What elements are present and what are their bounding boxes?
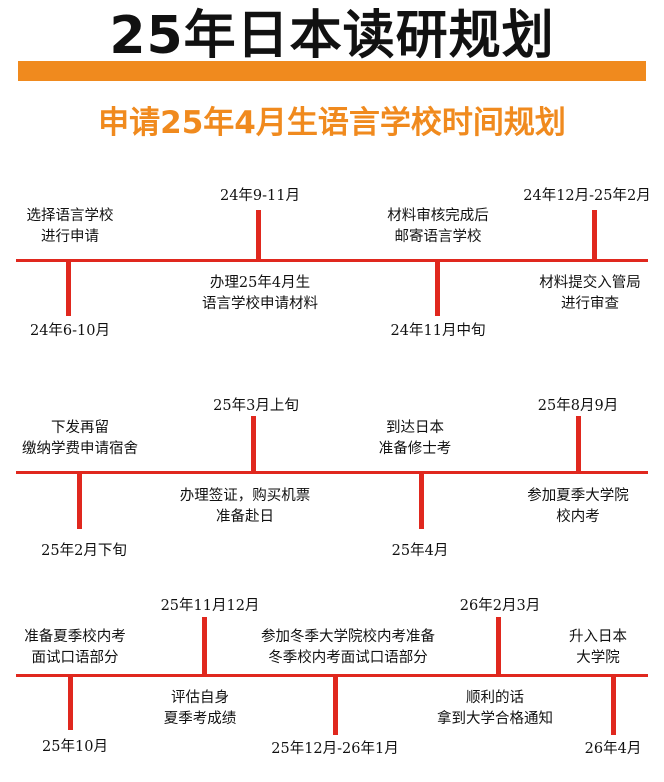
timeline-line-3: [16, 674, 648, 677]
milestone-1-4-tick: [592, 210, 597, 259]
milestone-3-2-tick: [202, 617, 207, 674]
timeline-line-1: [16, 259, 648, 262]
milestone-2-4-date: 25年8月9月: [537, 398, 619, 414]
milestone-3-3-date: 25年12月-26年1月: [271, 741, 399, 757]
page-title: 25年日本读研规划: [109, 6, 555, 66]
milestone-2-2-date: 25年3月上旬: [213, 398, 299, 414]
milestone-1-4-date: 24年12月-25年2月: [523, 188, 651, 204]
milestone-2-4-label: 参加夏季大学院校内考: [527, 488, 629, 525]
milestone-1-2-label: 办理25年4月生语言学校申请材料: [202, 275, 318, 312]
milestone-2-3-label: 到达日本准备修士考: [378, 420, 452, 457]
milestone-1-3-date: 24年11月中旬: [390, 323, 486, 339]
milestone-3-5-label: 升入日本大学院: [569, 629, 627, 666]
title-underline-bar: [18, 61, 646, 81]
milestone-2-2-label: 办理签证，购买机票准备赴日: [179, 488, 311, 525]
milestone-2-2-tick: [251, 416, 256, 471]
milestone-3-3-label: 参加冬季大学院校内考准备冬季校内考面试口语部分: [261, 629, 435, 666]
milestone-2-1-label: 下发再留缴纳学费申请宿舍: [22, 420, 138, 457]
milestone-2-1-date: 25年2月下旬: [41, 543, 127, 559]
milestone-3-1-date: 25年10月: [42, 739, 108, 755]
milestone-2-3-tick: [419, 474, 424, 529]
timeline-line-2: [16, 471, 648, 474]
milestone-1-3-tick: [435, 262, 440, 316]
milestone-3-2-date: 25年11月12月: [160, 598, 260, 614]
milestone-3-3-tick: [333, 677, 338, 735]
milestone-1-2-date: 24年9-11月: [219, 188, 301, 204]
milestone-3-5-tick: [611, 677, 616, 735]
milestone-3-1-tick: [68, 677, 73, 730]
milestone-3-4-label: 顺利的话拿到大学合格通知: [437, 690, 553, 727]
page-subtitle: 申请25年4月生语言学校时间规划: [98, 105, 566, 141]
milestone-1-3-label: 材料审核完成后邮寄语言学校: [387, 208, 489, 245]
milestone-2-1-tick: [77, 474, 82, 529]
milestone-2-3-date: 25年4月: [391, 543, 449, 559]
milestone-3-1-label: 准备夏季校内考面试口语部分: [24, 629, 126, 666]
milestone-3-2-label: 评估自身夏季考成绩: [163, 690, 237, 727]
milestone-3-5-date: 26年4月: [584, 741, 642, 757]
milestone-1-2-tick: [256, 210, 261, 259]
milestone-1-1-label: 选择语言学校进行申请: [26, 208, 114, 245]
milestone-2-4-tick: [576, 416, 581, 471]
milestone-1-4-label: 材料提交入管局进行审查: [539, 275, 641, 312]
milestone-1-1-tick: [66, 262, 71, 316]
milestone-1-1-date: 24年6-10月: [29, 323, 111, 339]
milestone-3-4-date: 26年2月3月: [459, 598, 541, 614]
milestone-3-4-tick: [496, 617, 501, 674]
